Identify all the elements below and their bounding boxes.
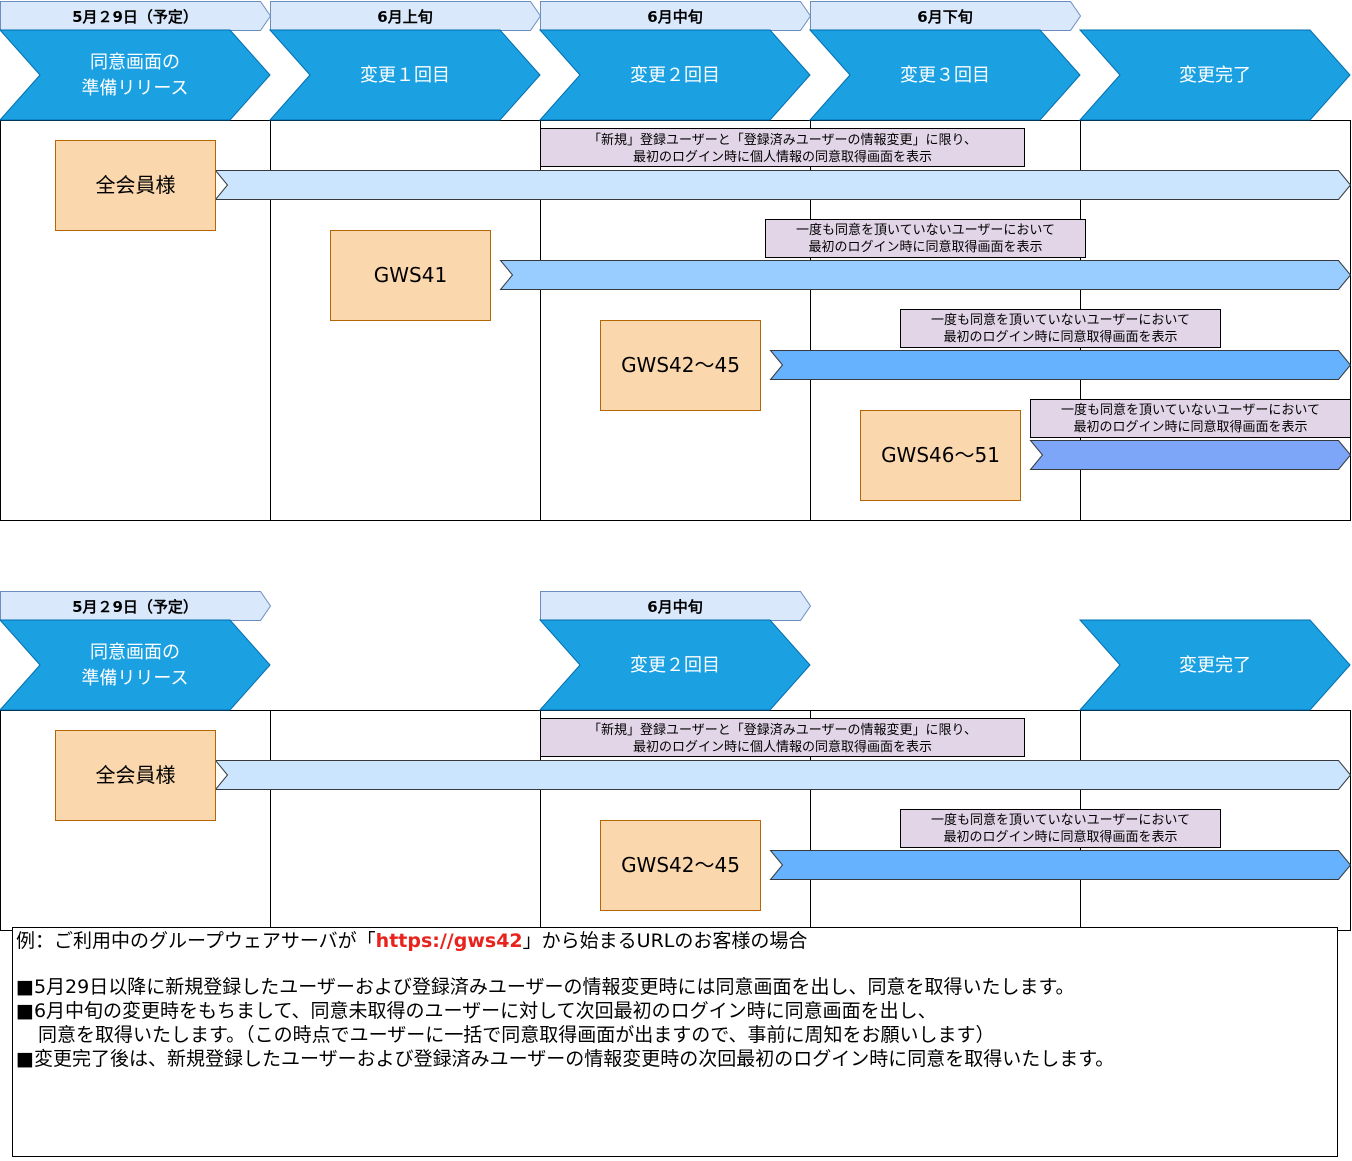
note-box <box>900 809 1221 848</box>
note-box <box>540 128 1025 167</box>
date-tab <box>270 1 542 31</box>
date-label: 5月２9日（予定） <box>72 8 198 26</box>
date-tab <box>0 1 272 31</box>
example-line: ■6月中旬の変更時をもちまして、同意未取得のユーザーに対して次回最初のログイン時… <box>16 1000 937 1022</box>
note-text: 一度も同意を頂いていないユーザーにおいて <box>796 222 1055 238</box>
note-text: 最初のログイン時に同意取得画面を表示 <box>943 329 1177 345</box>
date-tab <box>0 591 272 621</box>
group-box <box>860 410 1021 501</box>
top-stage-chevrons <box>0 29 1351 121</box>
stage-chevron <box>0 619 271 711</box>
stage-label: 変更２回目 <box>630 65 720 86</box>
date-tab <box>540 591 812 621</box>
group-box <box>600 320 761 411</box>
stage-chevron <box>538 619 811 711</box>
stage-chevron <box>0 29 271 121</box>
timeline-arrow <box>769 850 1352 880</box>
note-text: 最初のログイン時に同意取得画面を表示 <box>808 239 1042 255</box>
note-box <box>540 718 1025 757</box>
stage-label: 変更１回目 <box>360 65 450 86</box>
example-line: ■変更完了後は、新規登録したユーザーおよび登録済みユーザーの情報変更時の次回最初… <box>16 1048 1115 1070</box>
stage-chevron <box>1078 619 1351 711</box>
note-text: 「新規」登録ユーザーと「登録済みユーザーの情報変更」に限り、 <box>588 132 977 148</box>
group-box <box>55 140 216 231</box>
stage-label: 準備リリース <box>81 78 188 99</box>
example-line: ■5月29日以降に新規登録したユーザーおよび登録済みユーザーの情報変更時には同意… <box>16 976 1075 998</box>
group-label: GWS42～45 <box>621 853 740 877</box>
example-line: 同意を取得いたします。（この時点でユーザーに一括で同意取得画面が出ますので、事前… <box>38 1024 995 1046</box>
date-label: 6月中旬 <box>647 598 702 616</box>
note-text: 一度も同意を頂いていないユーザーにおいて <box>931 812 1190 828</box>
timeline-arrow <box>1029 440 1352 470</box>
stage-chevron <box>538 29 811 121</box>
note-text: 最初のログイン時に同意取得画面を表示 <box>1073 419 1307 435</box>
group-box <box>330 230 491 321</box>
date-label: 6月中旬 <box>647 8 702 26</box>
timeline-arrow <box>214 170 1352 200</box>
group-label: GWS42～45 <box>621 353 740 377</box>
date-tab <box>810 1 1082 31</box>
timeline-arrow <box>214 760 1352 790</box>
note-text: 一度も同意を頂いていないユーザーにおいて <box>1061 402 1320 418</box>
note-text: 一度も同意を頂いていないユーザーにおいて <box>931 312 1190 328</box>
note-box <box>1030 399 1351 438</box>
group-label: GWS41 <box>374 263 447 287</box>
date-label: 6月上旬 <box>377 8 432 26</box>
stage-chevron <box>268 29 541 121</box>
date-label: 6月下旬 <box>917 8 972 26</box>
note-text: 「新規」登録ユーザーと「登録済みユーザーの情報変更」に限り、 <box>588 722 977 738</box>
timeline-arrow <box>499 260 1352 290</box>
stage-label: 準備リリース <box>81 668 188 689</box>
group-box <box>55 730 216 821</box>
top-diagram: 5月２9日（予定） 6月上旬 6月中旬 6月下旬 同意画面の 準備リリース 変更… <box>0 1 1352 521</box>
bottom-diagram: 5月２9日（予定） 6月中旬 同意画面の 準備リリース 変更２回目 変更完了 全… <box>0 591 1352 931</box>
stage-chevron <box>808 29 1081 121</box>
stage-label: 変更完了 <box>1179 65 1251 86</box>
stage-chevron <box>1078 29 1351 121</box>
group-label: 全会員様 <box>96 173 176 197</box>
spacer <box>16 953 1334 975</box>
stage-label: 同意画面の <box>90 52 180 73</box>
note-box <box>765 219 1086 258</box>
example-url: https://gws42 <box>375 930 523 952</box>
note-text: 最初のログイン時に同意取得画面を表示 <box>943 829 1177 845</box>
note-text: 最初のログイン時に個人情報の同意取得画面を表示 <box>633 739 932 755</box>
top-date-tabs <box>0 1 1082 31</box>
date-label: 5月２9日（予定） <box>72 598 198 616</box>
bottom-stage-chevrons <box>0 619 1351 711</box>
example-notes-box: 例：ご利用中のグループウェアサーバが「https://gws42」から始まるUR… <box>12 927 1338 1157</box>
date-tab <box>540 1 812 31</box>
note-text: 最初のログイン時に個人情報の同意取得画面を表示 <box>633 149 932 165</box>
stage-label: 同意画面の <box>90 642 180 663</box>
group-box <box>600 820 761 911</box>
timeline-arrow <box>769 350 1352 380</box>
note-box <box>900 309 1221 348</box>
stage-label: 変更完了 <box>1179 655 1251 676</box>
stage-label: 変更３回目 <box>900 65 990 86</box>
stage-label: 変更２回目 <box>630 655 720 676</box>
bottom-date-tabs <box>0 591 812 621</box>
example-heading: 例：ご利用中のグループウェアサーバが「https://gws42」から始まるUR… <box>16 930 808 952</box>
group-label: GWS46～51 <box>881 443 1000 467</box>
group-label: 全会員様 <box>96 763 176 787</box>
